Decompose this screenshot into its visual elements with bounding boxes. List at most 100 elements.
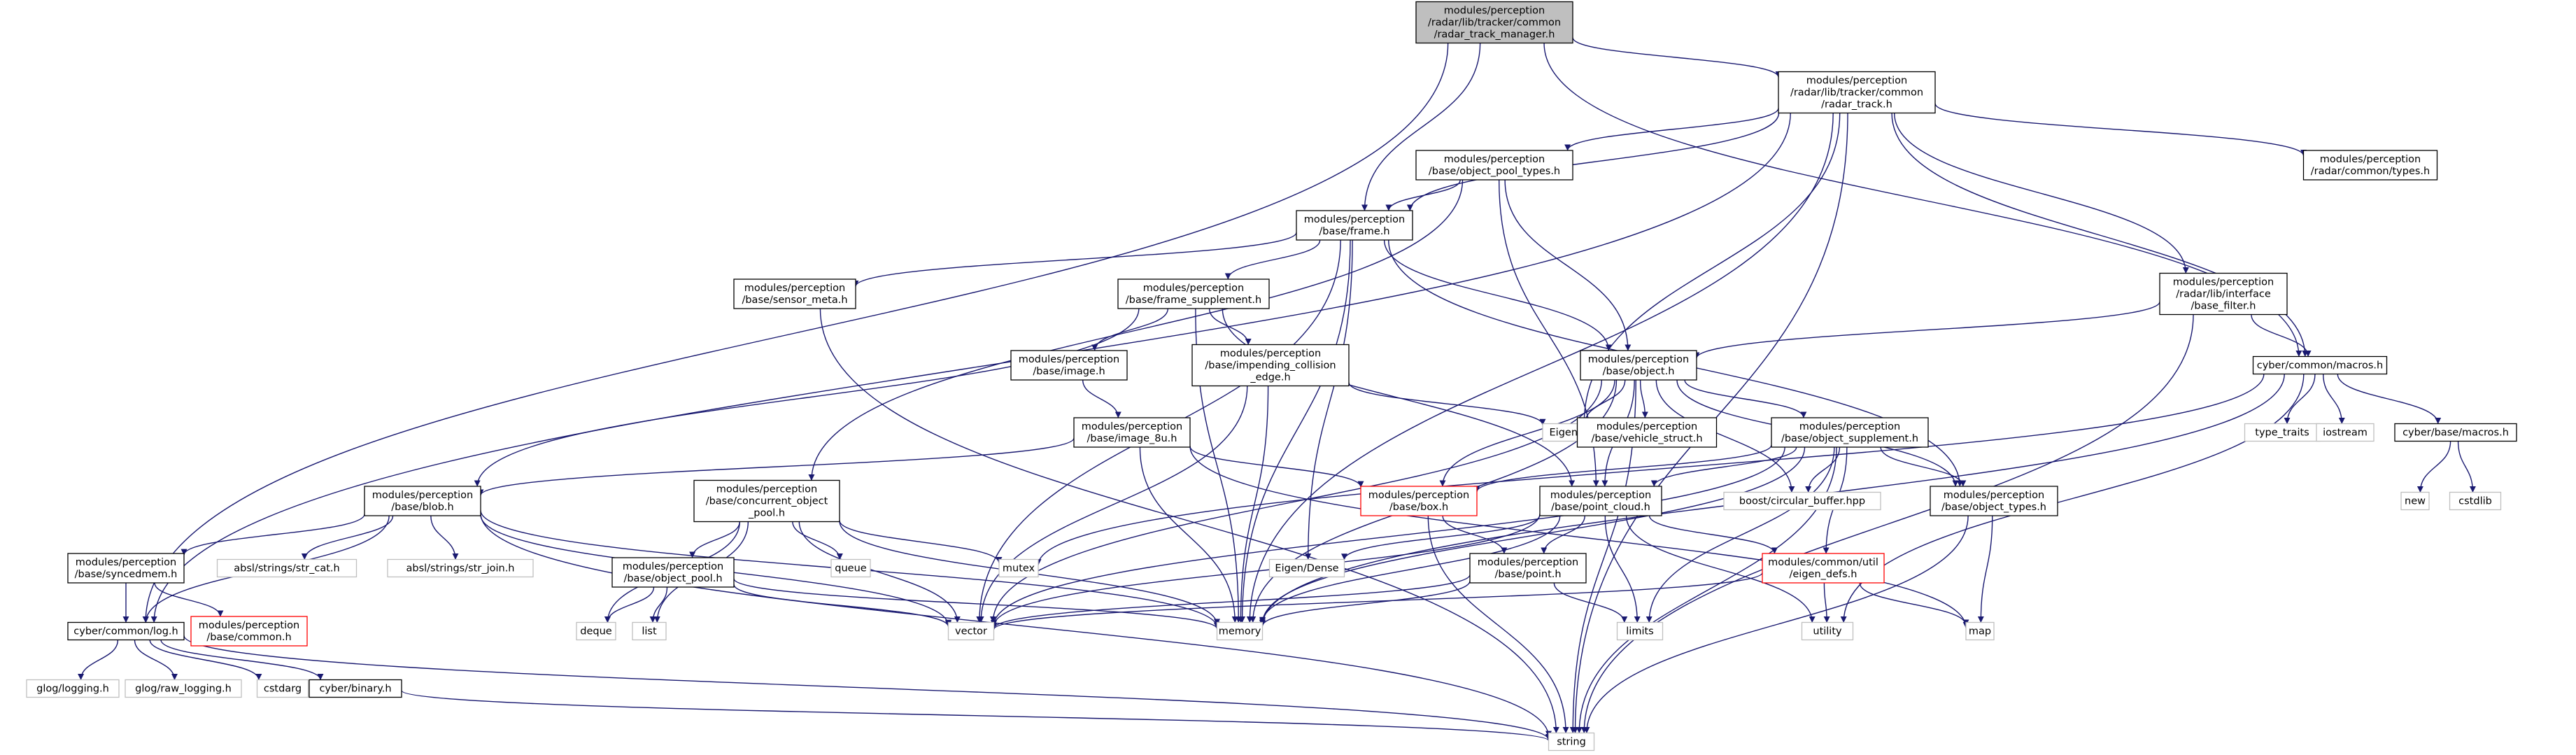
node-label-line: Eigen/Dense: [1275, 563, 1338, 574]
edge-box-to-string: [1427, 515, 1569, 733]
node-box: [1723, 491, 1881, 511]
node-label-line: /base/frame.h: [1319, 226, 1389, 237]
node-cyber-log[interactable]: cyber/common/log.h: [67, 621, 185, 641]
node-label-line: modules/perception: [1806, 76, 1907, 87]
edge-frame-supplement-to-image: [1091, 308, 1169, 351]
edge-object-pool-to-memory: [733, 578, 1220, 630]
edge-object-to-vehicle-struct: [1639, 379, 1648, 418]
edge-point-to-limits: [1553, 582, 1628, 623]
node-base-filter[interactable]: modules/perception/radar/lib/interface/b…: [2159, 272, 2288, 316]
node-impending[interactable]: modules/perception/base/impending_collis…: [1191, 344, 1350, 387]
node-label-line: /base/object_types.h: [1941, 502, 2046, 513]
node-box: [1548, 732, 1595, 752]
node-label-line: modules/perception: [76, 557, 176, 568]
node-box: [1296, 210, 1413, 241]
edge-frame-to-memory: [1239, 239, 1351, 623]
node-vehicle-struct[interactable]: modules/perception/base/vehicle_struct.h: [1576, 417, 1718, 448]
node-memory: memory: [1216, 621, 1264, 641]
edge-cyber-log-to-cstdarg: [149, 640, 262, 680]
node-box: [1539, 486, 1662, 516]
edge-image-8u-to-memory: [1139, 446, 1238, 623]
node-frame[interactable]: modules/perception/base/frame.h: [1296, 210, 1413, 241]
node-object-types[interactable]: modules/perception/base/object_types.h: [1930, 486, 2058, 516]
edge-frame-to-sensor-meta: [852, 232, 1297, 287]
node-box: [733, 278, 856, 309]
node-label-line: /eigen_defs.h: [1790, 569, 1857, 580]
node-label-line: /base/object_supplement.h: [1781, 433, 1918, 444]
node-eigen-defs[interactable]: modules/common/util/eigen_defs.h: [1762, 553, 1885, 584]
node-label-line: modules/perception: [1799, 421, 1900, 432]
node-label-line: modules/perception: [1304, 214, 1405, 225]
edge-object-to-vector: [989, 379, 1602, 623]
edge-point-to-memory: [1259, 580, 1471, 627]
edge-cyber-log-to-glog-logging: [78, 640, 119, 680]
edge-blob-to-strjoin: [430, 515, 459, 560]
node-label-line: modules/perception: [1597, 421, 1697, 432]
node-label-line: /radar/lib/tracker/common: [1790, 87, 1923, 99]
node-box: [1415, 1, 1573, 44]
node-object-supplement[interactable]: modules/perception/base/object_supplemen…: [1771, 417, 1929, 448]
edge-base-filter-to-string: [1580, 314, 2194, 733]
edge-point-to-vector: [991, 574, 1471, 629]
node-image-8u[interactable]: modules/perception/base/image_8u.h: [1073, 417, 1191, 448]
node-label-line: /base/point.h: [1494, 569, 1561, 580]
node-box: [2244, 423, 2321, 442]
node-box: [1930, 486, 2058, 516]
node-cyber-macros[interactable]: cyber/common/macros.h: [2252, 355, 2388, 375]
node-label-line: /base/image.h: [1033, 366, 1105, 377]
edge-box-to-point: [1442, 515, 1508, 554]
node-label-line: /base/blob.h: [391, 502, 453, 513]
node-point-cloud[interactable]: modules/perception/base/point_cloud.h: [1539, 486, 1662, 516]
node-label-line: /base/sensor_meta.h: [742, 295, 847, 306]
node-glog-logging: glog/logging.h: [26, 679, 120, 698]
node-label-line: modules/perception: [1082, 421, 1182, 432]
node-box: [1191, 344, 1350, 387]
node-box[interactable]: modules/perception/base/box.h: [1360, 486, 1478, 516]
node-point[interactable]: modules/perception/base/point.h: [1469, 553, 1587, 584]
node-label-line: glog/logging.h: [36, 684, 109, 695]
edge-radar-track-to-memory: [1246, 113, 1834, 623]
edge-cyber-log-to-glog-raw: [134, 640, 178, 680]
node-box: [1580, 350, 1697, 381]
node-label-line: /base/object_pool.h: [623, 573, 722, 584]
node-label-line: /radar_track.h: [1821, 99, 1892, 111]
node-label-line: iostream: [2323, 428, 2368, 439]
node-concurrent-pool[interactable]: modules/perception/base/concurrent_objec…: [693, 479, 840, 523]
node-label-line: modules/perception: [1444, 154, 1545, 165]
node-label-line: modules/perception: [1220, 348, 1321, 360]
node-sensor-meta[interactable]: modules/perception/base/sensor_meta.h: [733, 278, 856, 309]
node-label-line: modules/perception: [744, 283, 845, 294]
node-box: [67, 621, 185, 641]
node-object[interactable]: modules/perception/base/object.h: [1580, 350, 1697, 381]
node-label-line: boost/circular_buffer.hpp: [1739, 496, 1865, 507]
node-box: [364, 486, 481, 516]
node-box: [1360, 486, 1478, 516]
node-object-pool-types[interactable]: modules/perception/base/object_pool_type…: [1415, 150, 1573, 181]
node-image[interactable]: modules/perception/base/image.h: [1010, 350, 1128, 381]
edge-object-pool-types-to-frame: [1385, 179, 1461, 211]
node-object-pool[interactable]: modules/perception/base/object_pool.h: [611, 557, 735, 588]
node-box: [611, 557, 735, 588]
node-label-line: memory: [1219, 626, 1261, 637]
node-box: [1268, 558, 1345, 578]
node-label-line: _edge.h: [1250, 372, 1290, 383]
node-radar-track[interactable]: modules/perception/radar/lib/tracker/com…: [1778, 71, 1936, 114]
edge-concurrent-pool-to-mutex: [839, 520, 1003, 563]
edge-cyber-macros-to-mutex: [1035, 374, 2265, 566]
node-label-line: /base/object.h: [1603, 366, 1675, 377]
node-label-line: cyber/base/macros.h: [2402, 428, 2509, 439]
node-root[interactable]: modules/perception/radar/lib/tracker/com…: [1415, 1, 1573, 44]
edge-cyber-macros-to-cyber-base-macros: [2337, 374, 2442, 424]
node-base-common[interactable]: modules/perception/base/common.h: [190, 616, 308, 647]
edge-radar-track-to-radar-types: [1934, 103, 2307, 156]
node-label-line: /base/point_cloud.h: [1551, 502, 1650, 513]
edge-frame-to-object: [1383, 239, 1612, 351]
node-cyber-binary[interactable]: cyber/binary.h: [309, 679, 402, 698]
node-frame-supplement[interactable]: modules/perception/base/frame_supplement…: [1117, 278, 1270, 309]
edge-impending-to-memory: [1237, 386, 1269, 623]
node-radar-types[interactable]: modules/perception/radar/common/types.h: [2302, 150, 2438, 181]
node-blob[interactable]: modules/perception/base/blob.h: [364, 486, 481, 516]
node-cyber-base-macros[interactable]: cyber/base/macros.h: [2394, 423, 2517, 442]
node-syncedmem[interactable]: modules/perception/base/syncedmem.h: [67, 553, 185, 584]
